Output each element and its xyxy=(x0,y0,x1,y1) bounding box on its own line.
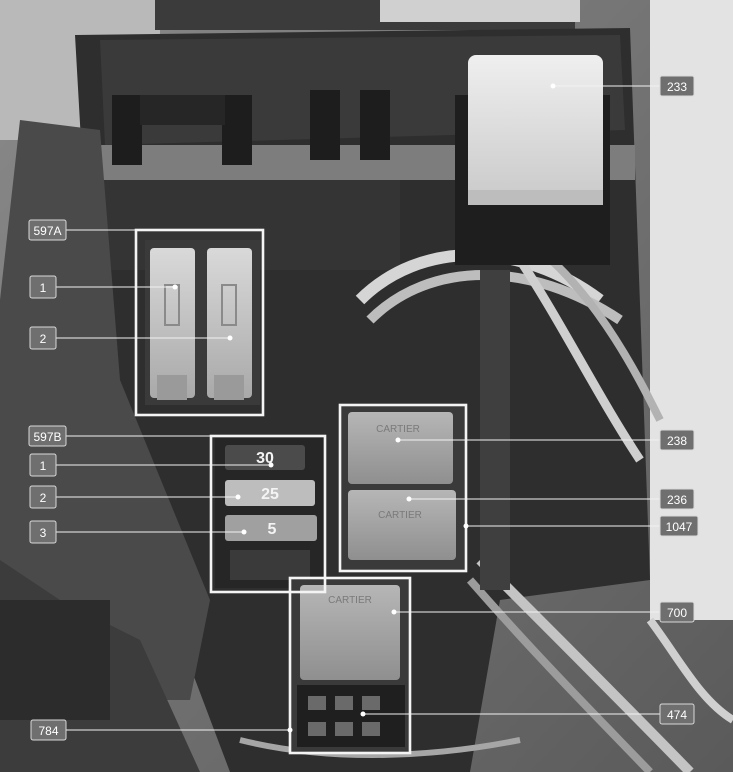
callout-233: 233 xyxy=(659,75,695,97)
relay-238-brand: CARTIER xyxy=(376,424,420,435)
relay-700-brand: CARTIER xyxy=(328,595,372,606)
callout-1-597b: 1 xyxy=(29,453,57,477)
callout-784: 784 xyxy=(30,719,67,741)
callout-2-597b: 2 xyxy=(29,485,57,509)
svg-text:1047: 1047 xyxy=(666,520,693,534)
svg-text:474: 474 xyxy=(667,708,687,722)
callout-597a: 597A xyxy=(28,219,67,241)
callout-238: 238 xyxy=(659,429,695,451)
svg-text:700: 700 xyxy=(667,606,687,620)
fuse-group-597b: 30 25 5 xyxy=(215,438,323,588)
fuse-rating-5: 5 xyxy=(268,521,277,538)
svg-text:1: 1 xyxy=(40,281,47,295)
callout-474: 474 xyxy=(659,703,695,725)
callout-1-597a: 1 xyxy=(29,275,57,299)
callout-1047: 1047 xyxy=(659,515,699,537)
svg-text:2: 2 xyxy=(40,491,47,505)
svg-text:597B: 597B xyxy=(33,430,61,444)
frame-700-474 xyxy=(288,576,412,755)
svg-text:233: 233 xyxy=(667,80,687,94)
svg-text:238: 238 xyxy=(667,434,687,448)
relay-233 xyxy=(455,55,610,265)
fuse-group-597a xyxy=(145,240,260,405)
fuse-rating-25: 25 xyxy=(261,486,279,503)
callout-3-597b: 3 xyxy=(29,520,57,544)
relay-pair-238-236: CARTIER CARTIER xyxy=(340,405,465,570)
callout-2-597a: 2 xyxy=(29,326,57,350)
svg-text:784: 784 xyxy=(38,724,58,738)
frame-relays-238-236 xyxy=(338,403,468,573)
svg-text:2: 2 xyxy=(40,332,47,346)
frame-597a xyxy=(134,228,265,417)
relay-700-and-socket-474: CARTIER xyxy=(290,578,410,753)
callout-700: 700 xyxy=(659,601,695,623)
svg-text:236: 236 xyxy=(667,493,687,507)
svg-text:3: 3 xyxy=(40,526,47,540)
fuse-rating-30: 30 xyxy=(256,450,274,467)
callout-597b: 597B xyxy=(28,425,67,447)
callout-236: 236 xyxy=(659,488,695,510)
frame-597b xyxy=(209,434,327,594)
svg-text:1: 1 xyxy=(40,459,47,473)
svg-text:597A: 597A xyxy=(33,224,61,238)
leader-lines xyxy=(56,83,660,733)
relay-236-brand: CARTIER xyxy=(378,510,422,521)
